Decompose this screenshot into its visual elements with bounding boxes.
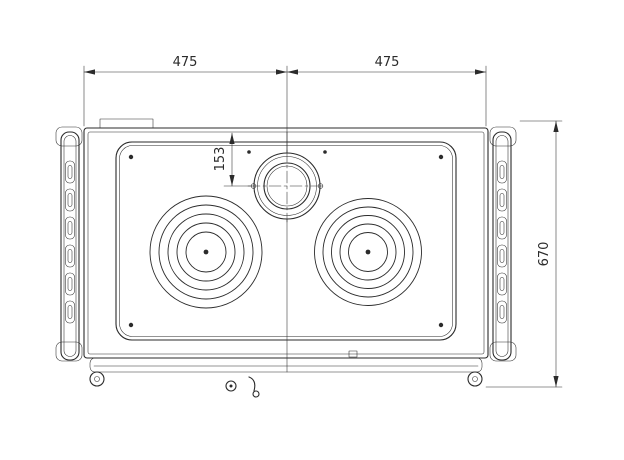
- rail-cap-top: [55, 126, 83, 147]
- arrowhead: [229, 133, 235, 144]
- rail-cap-bottom: [489, 341, 517, 362]
- rail-body: [60, 131, 80, 361]
- rail-slot: [65, 216, 75, 240]
- burner-ring: [348, 232, 388, 272]
- control-lever: [248, 376, 256, 392]
- rail-body-inner: [495, 135, 509, 357]
- burner-ring: [322, 206, 414, 298]
- flue-collar: [247, 149, 327, 223]
- rail-cap-bottom: [55, 341, 83, 362]
- rail-slot: [65, 244, 75, 268]
- arrowhead: [553, 376, 559, 387]
- screw: [323, 150, 327, 154]
- corner-screw: [438, 322, 444, 328]
- damper-knob: [225, 380, 237, 392]
- right-burner: [314, 198, 422, 306]
- latch-detail: [348, 350, 358, 358]
- burner-center: [365, 249, 371, 255]
- foot-right-center: [472, 376, 478, 382]
- rail-slot: [497, 300, 507, 324]
- dimension-flue-offset: 153: [213, 132, 253, 187]
- front-panel: [89, 357, 483, 373]
- back-box: [99, 118, 154, 129]
- rail-slot: [497, 188, 507, 212]
- dim-label-depth: 670: [537, 242, 552, 267]
- cooktop-inner-line: [119, 145, 453, 337]
- cooktop-outline: [115, 141, 457, 341]
- dim-label-width-left: 475: [173, 55, 198, 70]
- rail-cap-top: [489, 126, 517, 147]
- screw: [247, 150, 251, 154]
- burner-ring: [149, 195, 263, 309]
- arrowhead: [475, 69, 486, 75]
- dim-label-flue-offset: 153: [213, 147, 228, 172]
- rail-slot: [65, 272, 75, 296]
- collar-bolt: [250, 183, 257, 189]
- foot-right: [467, 371, 483, 387]
- burner-ring: [158, 204, 254, 300]
- plate-inner-line: [87, 131, 485, 355]
- right-rail: [489, 126, 517, 362]
- foot-left-center: [94, 376, 100, 382]
- rail-body: [492, 131, 512, 361]
- rail-slot: [497, 244, 507, 268]
- lever-tip: [252, 390, 260, 398]
- arrowhead: [287, 69, 298, 75]
- rail-slot: [65, 160, 75, 184]
- corner-screw: [128, 154, 134, 160]
- burner-ring: [314, 198, 422, 306]
- corner-screw: [438, 154, 444, 160]
- burner-ring: [185, 231, 227, 273]
- arrowhead: [84, 69, 95, 75]
- rail-slot: [497, 272, 507, 296]
- left-burner: [149, 195, 263, 309]
- rail-slot: [65, 300, 75, 324]
- corner-screw: [128, 322, 134, 328]
- burner-ring: [339, 223, 397, 281]
- left-rail: [55, 126, 83, 362]
- rail-slot: [497, 216, 507, 240]
- dimension-top-width: 475 475: [83, 55, 487, 153]
- rail-slot: [65, 188, 75, 212]
- damper-knob-center: [229, 384, 233, 388]
- rail-body-inner: [63, 135, 77, 357]
- arrowhead: [276, 69, 287, 75]
- bottom-details: [89, 357, 483, 398]
- arrowhead: [553, 121, 559, 132]
- arrowhead: [229, 175, 235, 186]
- dim-label-width-right: 475: [375, 55, 400, 70]
- rail-slot: [497, 160, 507, 184]
- foot-left: [89, 371, 105, 387]
- dimension-depth: 670: [485, 120, 563, 388]
- burner-center: [203, 249, 209, 255]
- burner-ring: [176, 222, 236, 282]
- burner-ring: [331, 215, 405, 289]
- burner-ring: [167, 213, 245, 291]
- collar-bolt: [317, 183, 324, 189]
